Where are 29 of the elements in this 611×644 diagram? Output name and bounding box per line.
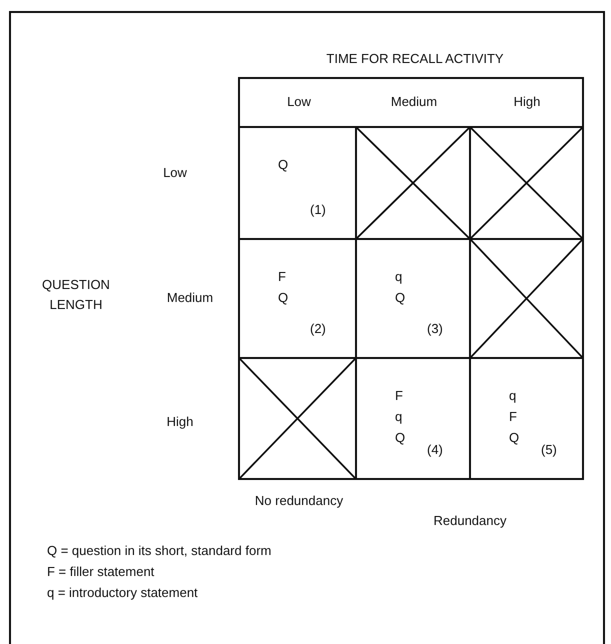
header-row — [238, 77, 584, 128]
cell-symbols: F q Q — [395, 387, 406, 447]
cell-symbols: q Q — [395, 268, 406, 307]
cell-number: (5) — [541, 442, 557, 458]
row-heading: Low — [162, 164, 188, 182]
column-heading: Low — [287, 94, 311, 109]
column-footer: No redundancy — [254, 491, 344, 511]
crossed-out-cell — [469, 238, 584, 359]
crossed-out-cell — [469, 126, 584, 240]
row-heading: Medium — [166, 289, 214, 307]
cell-number: (4) — [427, 442, 443, 458]
cell-number: (2) — [310, 321, 326, 337]
table-cell — [469, 357, 584, 480]
cell-symbols: q F Q — [509, 387, 520, 447]
row-heading: High — [166, 413, 194, 431]
cell-symbols: Q — [278, 156, 290, 174]
cell-number: (1) — [310, 202, 326, 218]
axis-title: TIME FOR RECALL ACTIVITY — [325, 50, 505, 68]
crossed-out-cell — [238, 357, 357, 480]
key-note: q = introductory statement — [47, 584, 199, 602]
column-footer: Redundancy — [410, 511, 530, 531]
crossed-out-cell — [355, 126, 471, 240]
column-heading: Medium — [390, 94, 438, 109]
key-note: Q = question in its short, standard form — [47, 542, 272, 560]
cell-number: (3) — [427, 321, 443, 337]
column-heading: High — [514, 94, 540, 109]
cell-symbols: F Q — [278, 268, 290, 307]
key-note: F = filler statement — [47, 563, 156, 581]
axis-title: QUESTION LENGTH — [41, 276, 111, 314]
